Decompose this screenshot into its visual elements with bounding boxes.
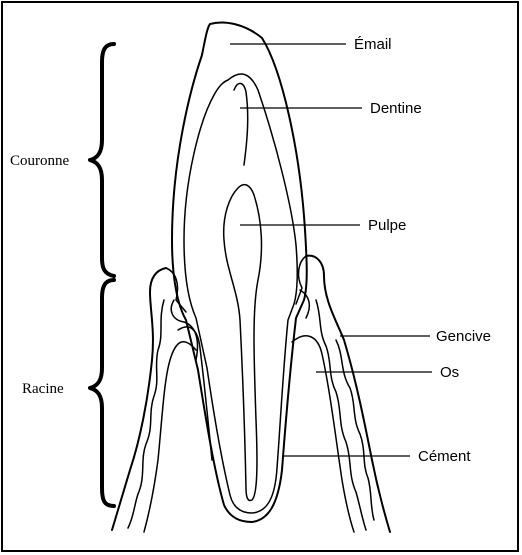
label-racine: Racine: [22, 381, 64, 397]
dentine-crown-line: [234, 83, 248, 165]
label-gencive: Gencive: [436, 328, 491, 345]
label-couronne: Couronne: [10, 153, 70, 169]
crown-brace: [90, 44, 114, 276]
left-bone-loop: [178, 327, 212, 460]
root-brace: [90, 280, 114, 506]
label-pulpe: Pulpe: [368, 217, 406, 234]
label-email: Émail: [354, 36, 392, 53]
label-cement: Cément: [418, 448, 471, 465]
label-os: Os: [440, 364, 459, 381]
tooth-outer-outline: [172, 23, 307, 522]
pulp-outline: [224, 185, 262, 501]
dentine-outline: [184, 74, 297, 513]
left-bone-wavy: [128, 300, 164, 528]
right-gum-outline: [306, 256, 390, 532]
right-bone-inner: [292, 336, 354, 532]
label-dentine: Dentine: [370, 100, 422, 117]
